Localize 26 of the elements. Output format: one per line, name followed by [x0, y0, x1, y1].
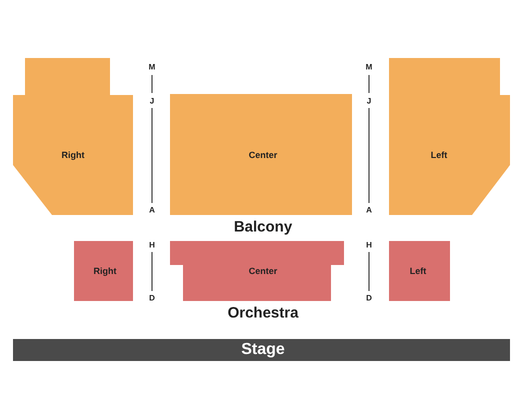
- row-letter: M: [148, 62, 156, 72]
- level-label: Balcony: [234, 218, 292, 236]
- section-label: Right: [62, 150, 84, 160]
- section-label: Center: [248, 266, 278, 276]
- seating-section: [170, 94, 352, 215]
- seating-section: [389, 241, 450, 301]
- seating-section: [170, 241, 344, 301]
- row-letter: H: [366, 240, 372, 250]
- level-label: Orchestra: [228, 304, 298, 322]
- row-letter: J: [366, 96, 372, 106]
- section-label: Left: [430, 150, 448, 160]
- row-letter: J: [150, 96, 154, 106]
- section-label: Left: [410, 266, 426, 276]
- stage-label: Stage: [241, 341, 285, 359]
- seating-section: [13, 58, 133, 215]
- row-letter: A: [149, 206, 155, 214]
- section-label: Center: [248, 150, 278, 160]
- seating-section: [74, 241, 133, 301]
- row-letter: M: [366, 62, 372, 72]
- row-letter: H: [149, 240, 155, 250]
- seating-section: [389, 58, 510, 215]
- row-letter: A: [366, 206, 372, 214]
- stage-bar: [13, 339, 510, 361]
- row-letter: D: [149, 294, 155, 302]
- section-label: Right: [94, 266, 116, 276]
- row-letter: D: [366, 294, 372, 302]
